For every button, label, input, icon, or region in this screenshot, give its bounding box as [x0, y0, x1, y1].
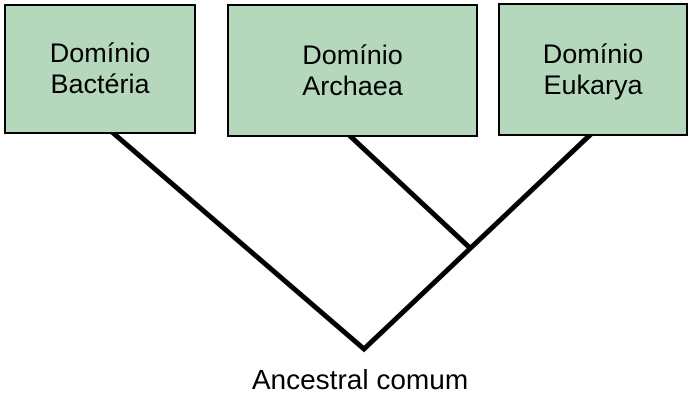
branch-bacteria-eukarya-line — [110, 130, 593, 353]
domain-box-eukarya: Domínio Eukarya — [498, 3, 688, 136]
domain-box-bacteria-label: Domínio Bactéria — [49, 38, 151, 99]
domain-box-archaea: Domínio Archaea — [227, 4, 478, 137]
branch-archaea-line — [347, 133, 472, 250]
domain-box-archaea-label: Domínio Archaea — [302, 39, 403, 101]
domain-box-eukarya-label: Domínio Eukarya — [542, 38, 644, 100]
common-ancestor-label: Ancestral comum — [251, 364, 469, 395]
domain-box-bacteria: Domínio Bactéria — [4, 4, 196, 134]
